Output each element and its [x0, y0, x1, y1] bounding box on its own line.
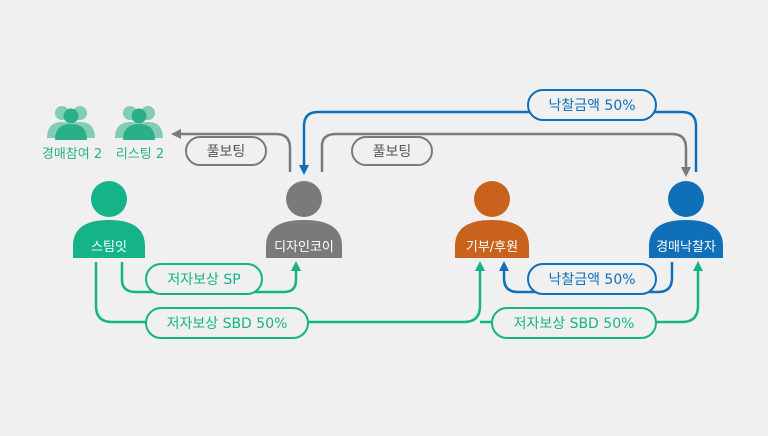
steemit-actor: 스팀잇 — [73, 181, 145, 258]
designcoin-person-icon — [286, 181, 322, 217]
author-reward-sp-label: 저자보상 SP — [167, 272, 240, 288]
auction-participants-label: 경매참여 2 — [42, 147, 102, 162]
designcoin-label: 디자인코이 — [274, 240, 334, 255]
donation-person-icon — [474, 181, 510, 217]
full-voting-right-label: 풀보팅 — [373, 144, 412, 160]
listing-label: 리스팅 2 — [116, 147, 164, 162]
auction-winner-actor: 경매낙찰자 — [649, 181, 723, 258]
full-voting-left-arrow — [171, 129, 292, 172]
steemit-label: 스팀잇 — [91, 240, 127, 255]
designcoin-actor: 디자인코이 — [266, 181, 342, 258]
donation-actor: 기부/후원 — [455, 181, 529, 258]
author-reward-sbd-left-label: 저자보상 SBD 50% — [167, 316, 288, 332]
author-reward-sbd-right-arrow — [480, 261, 703, 324]
donation-label: 기부/후원 — [466, 240, 518, 255]
full-voting-right-arrow — [320, 132, 691, 177]
full-voting-left-label: 풀보팅 — [207, 144, 246, 160]
listing-group-icon — [115, 106, 163, 140]
winning-bid-top-arrow — [299, 110, 698, 175]
auction-winner-label: 경매낙찰자 — [656, 240, 716, 255]
author-reward-sbd-right-label: 저자보상 SBD 50% — [514, 316, 635, 332]
auction-winner-person-icon — [668, 181, 704, 217]
steemit-person-icon — [91, 181, 127, 217]
winning-bid-bottom-label: 낙찰금액 50% — [548, 272, 635, 288]
auction-participants-group-icon — [47, 106, 95, 140]
winning-bid-top-label: 낙찰금액 50% — [548, 98, 635, 114]
